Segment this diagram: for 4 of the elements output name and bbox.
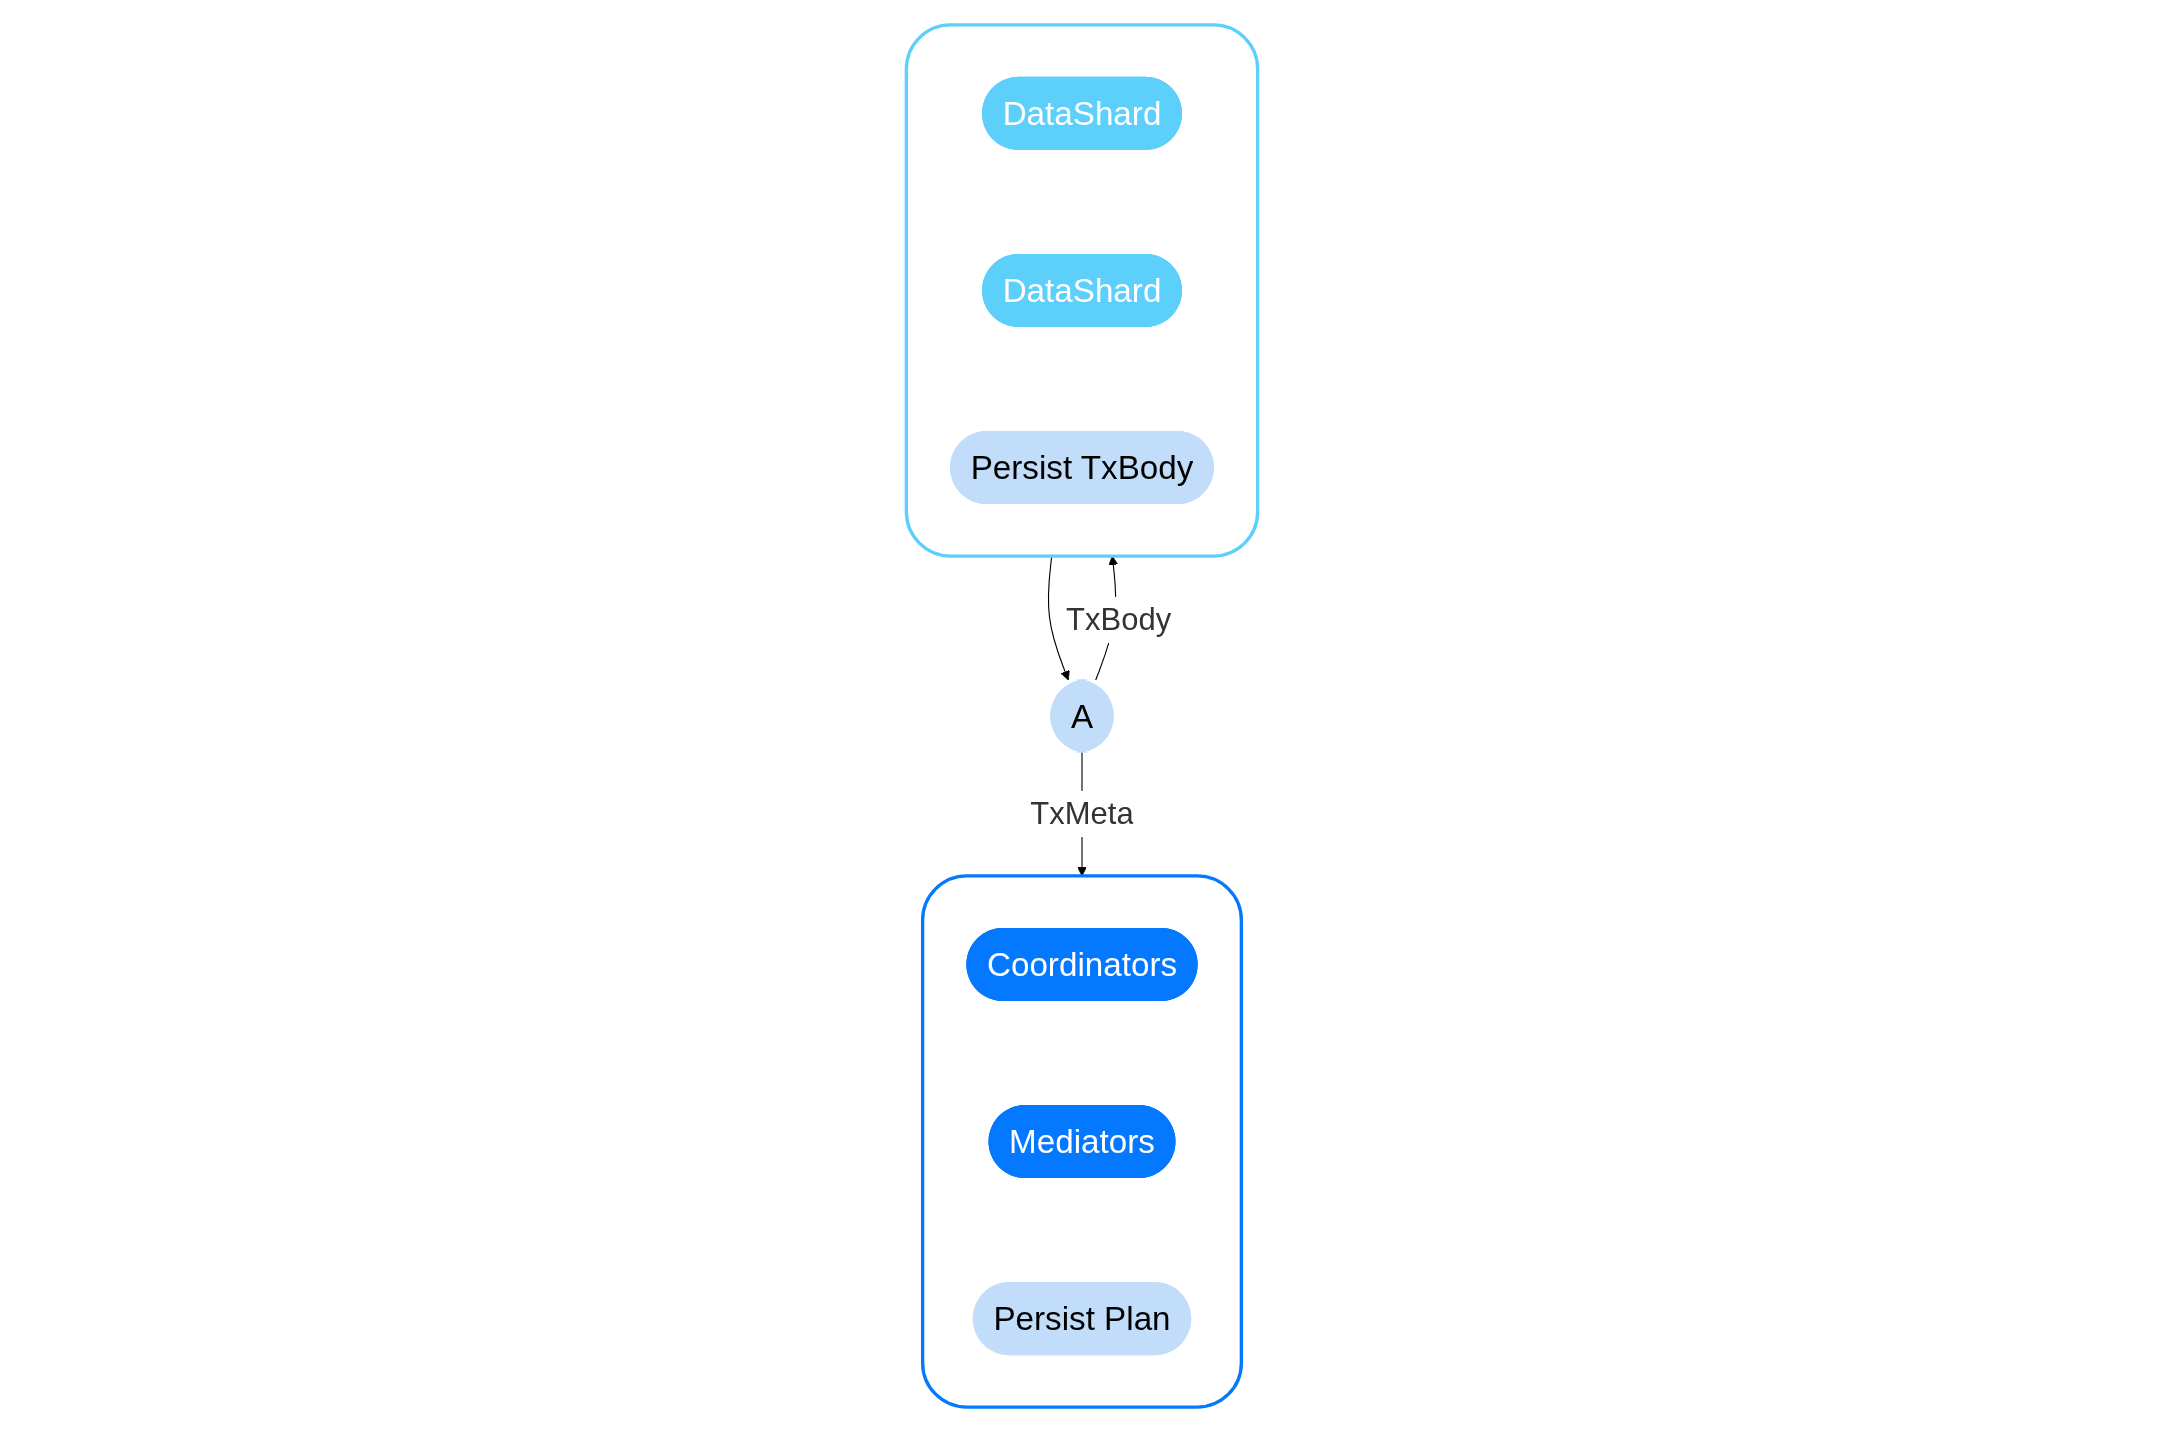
- edge-label: TxBody: [1065, 602, 1171, 637]
- cluster: [920, 874, 1243, 1409]
- edge-label: TxMeta: [1029, 796, 1134, 831]
- cluster: [904, 23, 1259, 558]
